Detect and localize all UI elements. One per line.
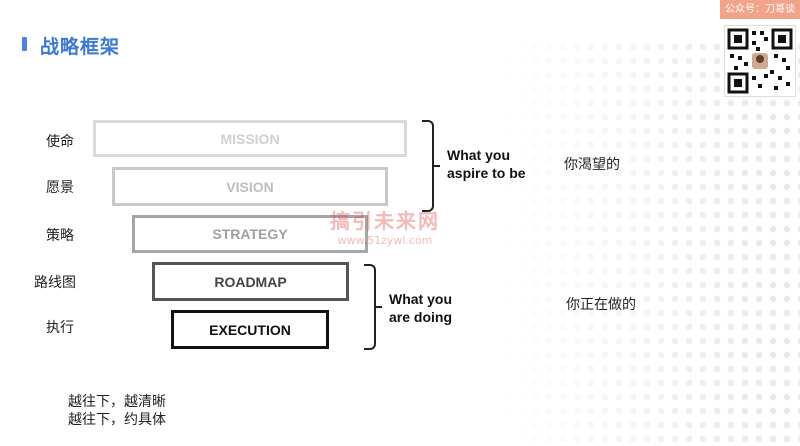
halftone-decoration (500, 40, 800, 446)
vision-box: VISION (112, 167, 388, 206)
footer-note-2: 越往下，约具体 (68, 412, 166, 428)
qr-code-image (724, 25, 796, 97)
lower-group-line2: are doing (389, 309, 453, 325)
level-label-roadmap: 路线图 (34, 275, 76, 291)
execution-box: EXECUTION (171, 310, 329, 349)
mission-text: MISSION (220, 130, 280, 147)
strategy-box: STRATEGY (132, 215, 368, 253)
title-accent-bar (22, 37, 27, 51)
lower-bracket (364, 264, 376, 350)
lower-group-label: What you are doing (389, 290, 452, 326)
upper-group-meaning: 你渴望的 (564, 157, 620, 173)
account-badge: 公众号：刀哥谈 (720, 0, 800, 19)
upper-group-line1: What you (447, 147, 510, 163)
level-label-strategy: 策略 (46, 228, 74, 244)
roadmap-text: ROADMAP (214, 273, 287, 290)
roadmap-box: ROADMAP (152, 262, 349, 301)
vision-text: VISION (226, 178, 274, 195)
level-label-vision: 愿景 (46, 180, 74, 196)
upper-group-line2: aspire to be (447, 165, 526, 181)
page-title: 战略框架 (40, 36, 121, 58)
level-label-mission: 使命 (46, 134, 74, 150)
footer-note-1: 越往下，越清晰 (68, 394, 166, 410)
level-label-execution: 执行 (46, 320, 74, 336)
upper-group-label: What you aspire to be (447, 146, 526, 182)
execution-text: EXECUTION (209, 321, 291, 338)
strategy-text: STRATEGY (212, 226, 288, 242)
lower-group-meaning: 你正在做的 (566, 297, 636, 313)
upper-bracket (422, 120, 434, 212)
mission-box: MISSION (93, 120, 407, 157)
lower-group-line1: What you (389, 291, 452, 307)
